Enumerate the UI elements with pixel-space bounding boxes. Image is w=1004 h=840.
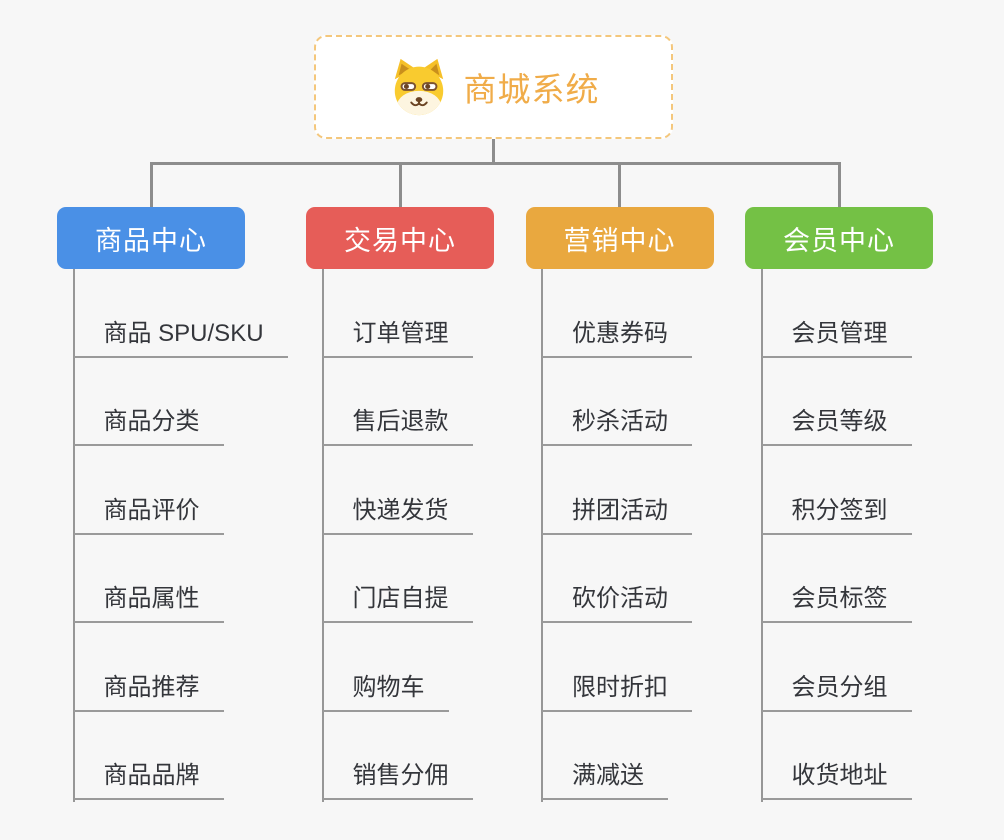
leaf-node[interactable]: 会员管理: [761, 269, 912, 358]
leaf-list-member-center: 会员管理会员等级积分签到会员标签会员分组收货地址: [761, 269, 912, 800]
leaf-node[interactable]: 门店自提: [322, 535, 473, 623]
root-connector-line: [492, 139, 495, 165]
leaf-node[interactable]: 积分签到: [761, 446, 912, 535]
branch-connector-line-2: [618, 162, 621, 209]
branch-node-product-center[interactable]: 商品中心: [57, 207, 245, 269]
branch-node-marketing-center[interactable]: 营销中心: [525, 207, 714, 269]
leaf-node[interactable]: 商品属性: [73, 535, 224, 623]
leaf-node[interactable]: 订单管理: [322, 269, 473, 358]
branch-connector-line-0: [149, 162, 153, 209]
leaf-node[interactable]: 收货地址: [761, 712, 912, 800]
branch-connector-line-3: [837, 162, 841, 209]
leaf-node[interactable]: 限时折扣: [542, 623, 692, 712]
leaf-node[interactable]: 商品分类: [73, 358, 224, 446]
branch-node-member-center[interactable]: 会员中心: [745, 207, 933, 269]
dog-face-icon: [388, 56, 450, 118]
branch-subtree-line-trade-center: [321, 269, 324, 802]
leaf-node[interactable]: 商品品牌: [73, 712, 224, 800]
leaf-node[interactable]: 商品推荐: [73, 623, 224, 712]
leaf-node[interactable]: 优惠券码: [542, 269, 692, 358]
leaf-node[interactable]: 会员标签: [761, 535, 912, 623]
leaf-node[interactable]: 销售分佣: [322, 712, 473, 800]
leaf-node[interactable]: 快递发货: [322, 446, 473, 535]
leaf-node[interactable]: 秒杀活动: [542, 358, 692, 446]
leaf-node[interactable]: 售后退款: [322, 358, 473, 446]
leaf-node[interactable]: 砍价活动: [542, 535, 692, 623]
root-title: 商城系统: [463, 71, 600, 108]
leaf-node[interactable]: 商品评价: [73, 446, 224, 535]
leaf-node[interactable]: 会员分组: [761, 623, 912, 712]
leaf-node[interactable]: 购物车: [322, 623, 449, 712]
leaf-node[interactable]: 会员等级: [761, 358, 912, 446]
branch-subtree-line-product-center: [72, 269, 75, 802]
leaf-node[interactable]: 拼团活动: [542, 446, 692, 535]
branch-subtree-line-marketing-center: [541, 269, 543, 802]
leaf-node[interactable]: 商品 SPU/SKU: [73, 269, 288, 358]
branch-connector-line-1: [398, 162, 402, 209]
horizontal-connector-line: [149, 162, 841, 165]
leaf-list-trade-center: 订单管理售后退款快递发货门店自提购物车销售分佣: [322, 269, 473, 800]
leaf-node[interactable]: 满减送: [542, 712, 668, 800]
root-node[interactable]: 商城系统: [314, 35, 673, 139]
branch-node-trade-center[interactable]: 交易中心: [306, 207, 494, 269]
leaf-list-marketing-center: 优惠券码秒杀活动拼团活动砍价活动限时折扣满减送: [542, 269, 692, 800]
branch-subtree-line-member-center: [760, 269, 763, 802]
